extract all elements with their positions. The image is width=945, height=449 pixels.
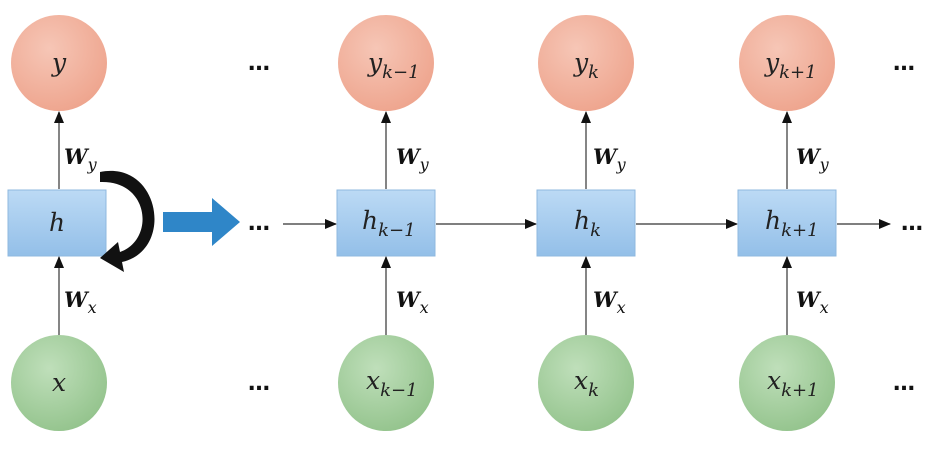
- time-step-k-minus-1: yk−1 hk−1 xk−1 Wy Wx: [336, 15, 436, 431]
- output-node: [739, 15, 835, 111]
- output-weight-label: Wy: [396, 144, 430, 174]
- hidden-state-label: hk: [574, 206, 601, 241]
- hidden-state-label: h: [49, 208, 65, 237]
- output-node-label: yk: [573, 48, 599, 83]
- hidden-state-label: hk−1: [362, 206, 416, 241]
- unfolded-rnn: … … … … … … yk−1 hk−1 xk−1: [248, 15, 923, 431]
- time-step-k: yk hk xk Wy Wx: [536, 15, 636, 431]
- input-weight-label: Wx: [64, 287, 97, 317]
- ellipsis-middle-right: …: [901, 211, 923, 236]
- hidden-state-label: hk+1: [765, 206, 819, 241]
- time-step-k-plus-1: yk+1 hk+1 xk+1 Wy Wx: [737, 15, 837, 431]
- output-node-label: yk+1: [764, 48, 817, 83]
- input-weight-label: Wx: [396, 287, 429, 317]
- input-node: [538, 335, 634, 431]
- output-node-label: y: [51, 48, 67, 77]
- recurrent-loop-arrow: [100, 170, 155, 272]
- input-node-label: xk+1: [767, 366, 819, 401]
- input-node-label: x: [52, 368, 66, 397]
- input-node-label: xk: [574, 366, 599, 401]
- hidden-state-box: [737, 189, 837, 257]
- output-node: [338, 15, 434, 111]
- ellipsis-middle-left: …: [248, 211, 270, 236]
- output-weight-label: Wy: [64, 144, 98, 174]
- output-weight-label: Wy: [796, 144, 830, 174]
- ellipsis-top-right: …: [893, 51, 915, 76]
- output-node-label: yk−1: [367, 48, 420, 83]
- ellipsis-bottom-left: …: [248, 371, 270, 396]
- hidden-state-box: [7, 189, 107, 257]
- input-node-label: xk−1: [366, 366, 418, 401]
- folded-rnn: y h x Wy Wx: [7, 15, 155, 431]
- hidden-state-box: [536, 189, 636, 257]
- output-node: [538, 15, 634, 111]
- input-node: [338, 335, 434, 431]
- input-node: [739, 335, 835, 431]
- input-node: [11, 335, 107, 431]
- input-weight-label: Wx: [796, 287, 829, 317]
- ellipsis-top-left: …: [248, 51, 270, 76]
- input-weight-label: Wx: [593, 287, 626, 317]
- ellipsis-bottom-right: …: [893, 371, 915, 396]
- unfold-arrow: [163, 198, 240, 246]
- output-node: [11, 15, 107, 111]
- output-weight-label: Wy: [593, 144, 627, 174]
